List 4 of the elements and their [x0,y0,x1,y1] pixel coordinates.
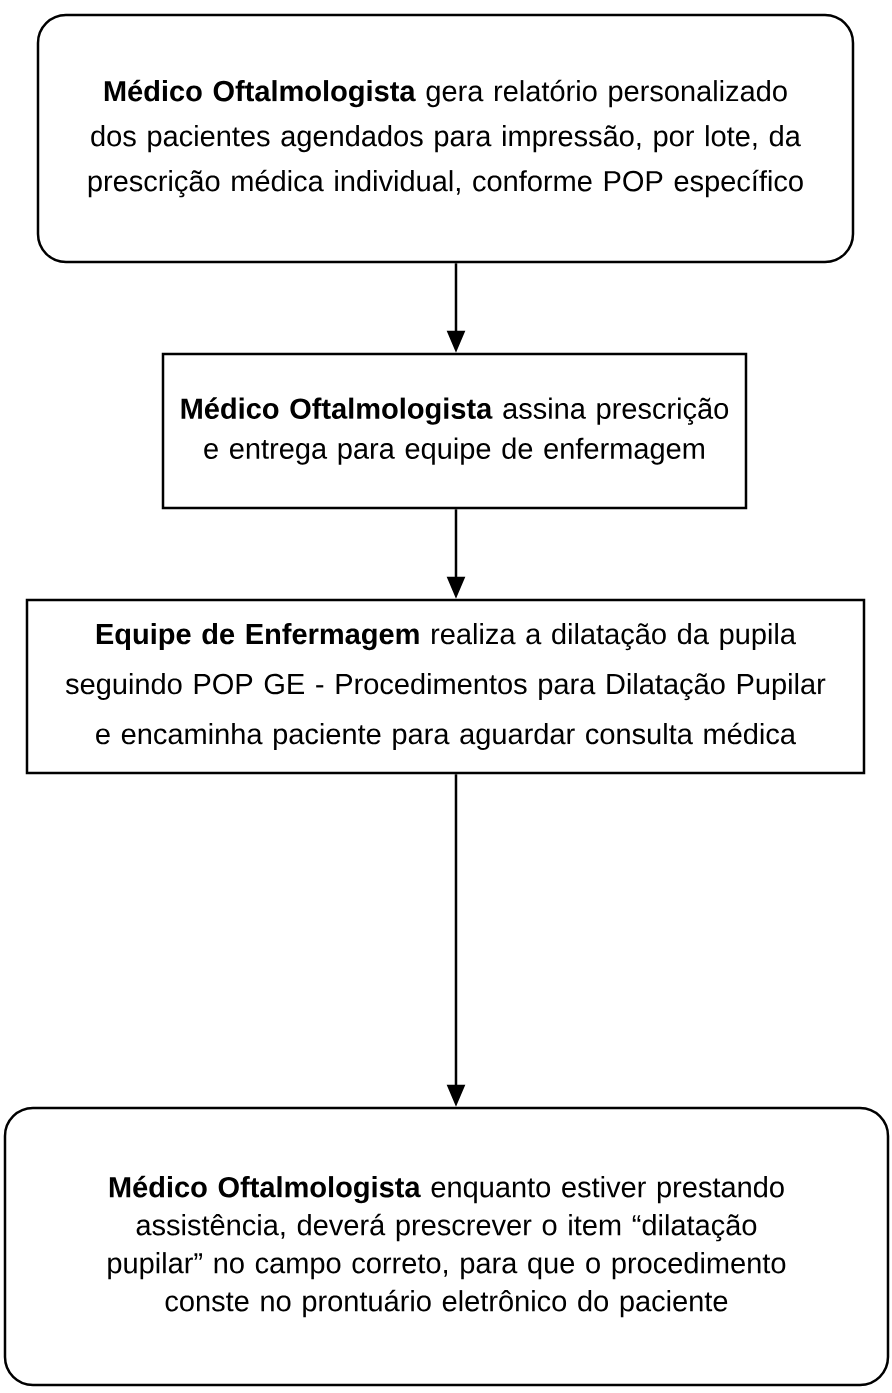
process-box: Equipe de Enfermagem realiza a dilatação da pupila seguindo POP GE - Procedimentos para Dilatação Pupilar e encaminha paciente para aguardar consulta médica [25,598,866,775]
process-box: Médico Oftalmologista assina prescrição e entrega para equipe de enfermagem [161,352,748,510]
rounded-box: Médico Oftalmologista enquanto estiver prestando assistência, deverá prescrever o item “dilatação pupilar” no campo correto, para que o procedimento conste no prontuário eletrônico do paciente [3,1106,890,1387]
rounded-box: Médico Oftalmologista gera relatório personalizado dos pacientes agendados para impressão, por lote, da prescrição médica individual, conforme POP específico [36,13,855,264]
